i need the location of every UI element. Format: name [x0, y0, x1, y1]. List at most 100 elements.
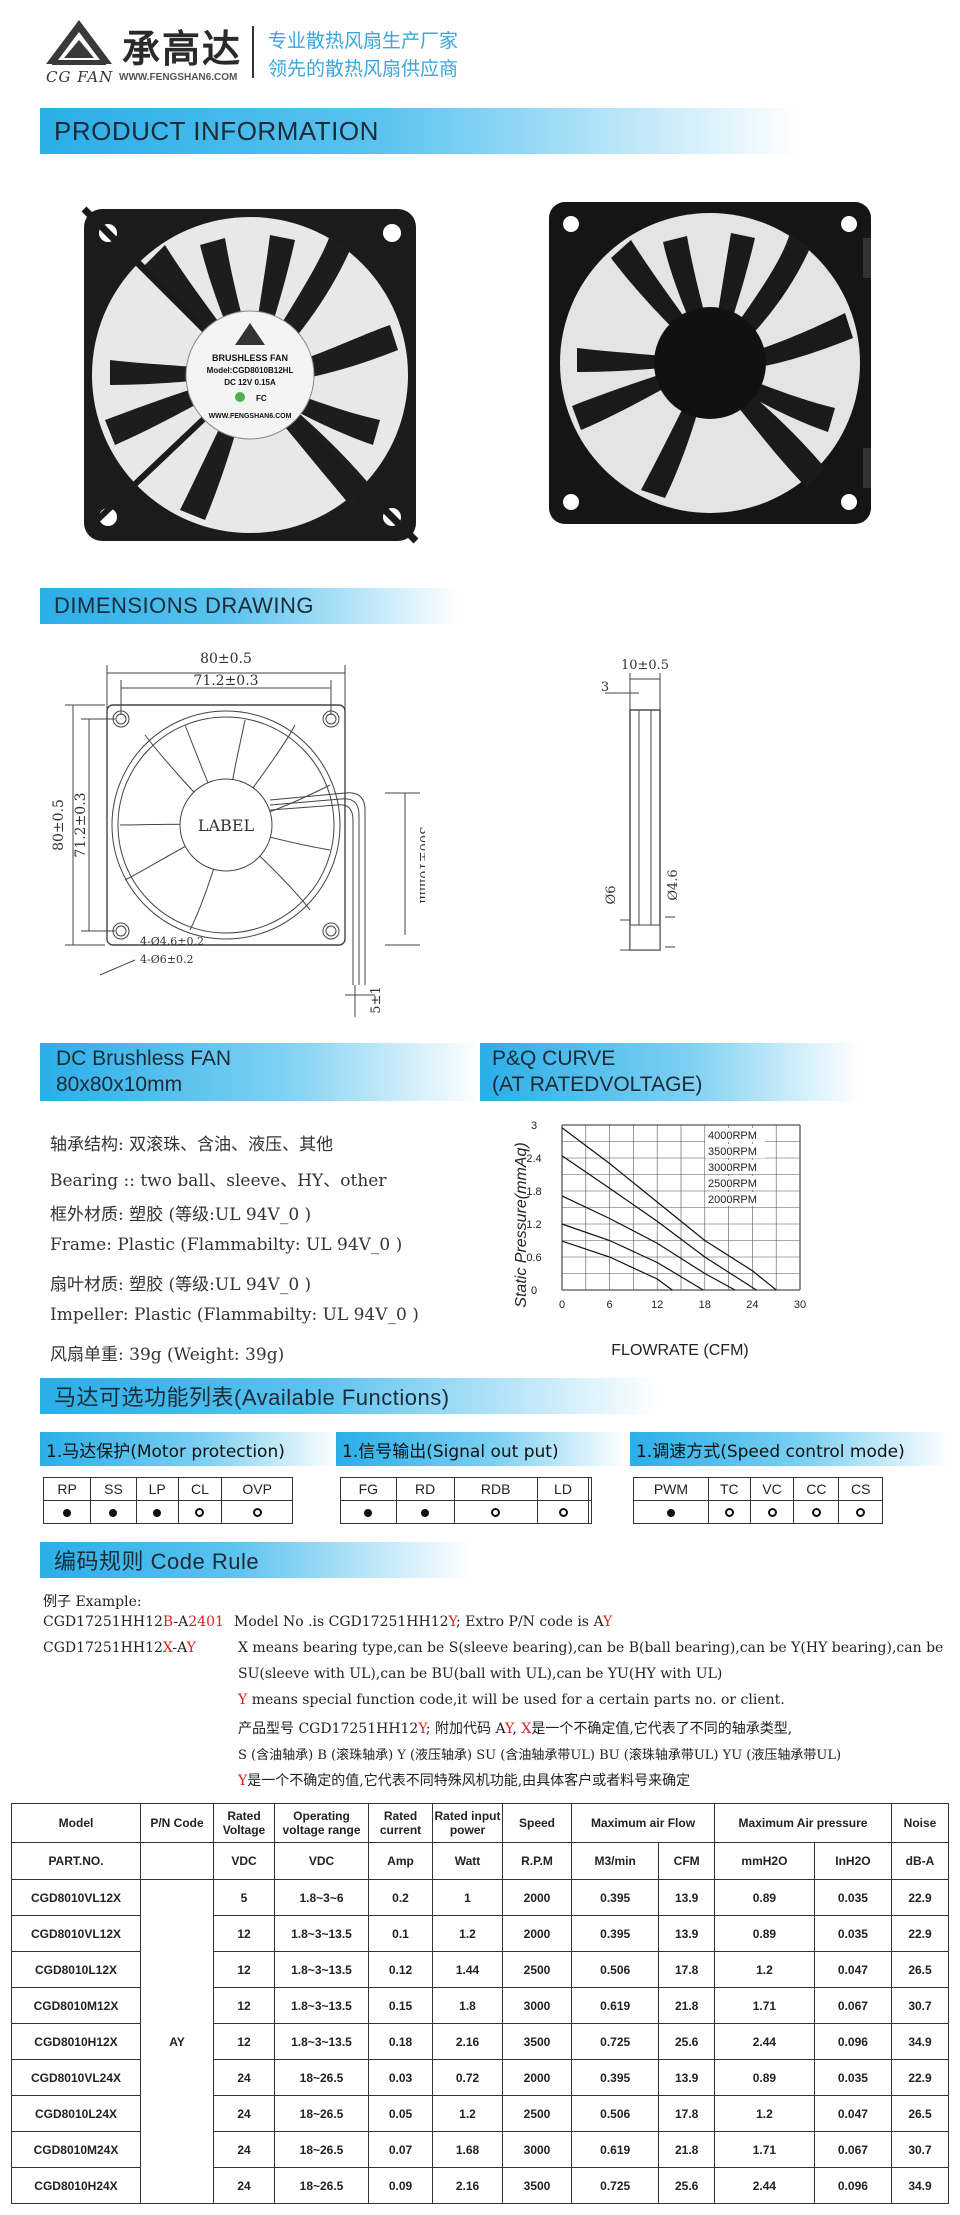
legend-bg: [705, 1176, 765, 1190]
fan-front-photo: BRUSHLESS FAN Model:CGD8010B12HL DC 12V …: [81, 206, 419, 544]
dim-hole-1: 4-Ø4.6±0.2: [140, 935, 204, 948]
value-cell: 12: [213, 2023, 275, 2060]
value-cell: 2.44: [714, 2167, 815, 2204]
brand-name-cn: 承高达: [122, 27, 243, 71]
dim-side-width: 10±0.5: [621, 658, 669, 673]
value-cell: 5: [213, 1879, 275, 1916]
pn-code-cell: AY: [140, 1879, 214, 2204]
hollow-dot-icon: [767, 1508, 777, 1517]
value-cell: 2000: [502, 2059, 572, 2096]
value-cell: 13.9: [658, 1915, 716, 1952]
value-cell: 1.8~3~6: [274, 1879, 369, 1916]
function-group-label: 1.信号输出(Signal out put): [342, 1441, 559, 1462]
value-cell: 22.9: [891, 2059, 949, 2096]
section-banner-dimensions: DIMENSIONS DRAWING: [40, 588, 460, 624]
y-tick-label: 0.6: [526, 1252, 541, 1264]
x-tick-label: 6: [607, 1299, 613, 1311]
y-tick-label: 1.8: [526, 1186, 541, 1198]
unit-cell: mmH2O: [714, 1842, 815, 1880]
col-rated-current: Rated current: [368, 1803, 433, 1843]
spec-bearing-en: Bearing :: two ball、sleeve、HY、other: [50, 1171, 387, 1191]
value-cell: 30.7: [891, 1987, 949, 2024]
function-group-signal-title: 1.信号输出(Signal out put): [336, 1432, 626, 1466]
col-air-flow: Maximum air Flow: [570, 1803, 716, 1843]
value-cell: 3000: [502, 2131, 572, 2168]
dc-fan-title: DC Brushless FAN: [56, 1047, 232, 1070]
section-banner-dc-fan: DC Brushless FAN 80x80x10mm: [40, 1043, 480, 1101]
value-cell: 0.07: [368, 2131, 433, 2168]
unit-cell: InH2O: [813, 1842, 893, 1880]
value-cell: 0.1: [368, 1915, 433, 1952]
code-example-1-desc: Model No .is CGD17251HH12Y; Extro P/N co…: [234, 1614, 613, 1630]
x-tick-label: 12: [651, 1299, 663, 1311]
value-cell: 0.2: [368, 1879, 433, 1916]
dimensions-front-drawing: 80±0.5 71.2±0.3 80±0.5 71.2±0.3 LABEL 30…: [51, 651, 425, 1017]
y-tick-label: 0: [531, 1285, 537, 1297]
unit-cell: M3/min: [570, 1842, 660, 1880]
value-cell: 17.8: [658, 2095, 716, 2132]
model-cell: CGD8010M12X: [11, 1987, 141, 2024]
brand-name-en: CG FAN: [46, 68, 114, 86]
value-cell: 34.9: [891, 2167, 949, 2204]
section-title: DIMENSIONS DRAWING: [54, 593, 314, 618]
dim-width-outer: 80±0.5: [200, 651, 252, 667]
value-cell: 2000: [502, 1915, 572, 1952]
dim-hole-2: 4-Ø6±0.2: [140, 953, 193, 966]
value-cell: 0.035: [813, 2059, 893, 2096]
spec-bearing-cn: 轴承结构: 双滚珠、含油、液压、其他: [50, 1135, 334, 1155]
fan-back-photo: [549, 202, 871, 524]
slogan-line-2: 领先的散热风扇供应商: [268, 58, 459, 80]
value-cell: 26.5: [891, 1951, 949, 1988]
hollow-dot-icon: [856, 1508, 866, 1517]
section-title: 编码规则 Code Rule: [54, 1549, 260, 1574]
value-cell: 24: [213, 2095, 275, 2132]
section-banner-functions: 马达可选功能列表(Available Functions): [40, 1378, 660, 1414]
hollow-dot-icon: [811, 1508, 821, 1517]
function-option-label: SS: [90, 1477, 137, 1501]
value-cell: 0.395: [570, 1915, 660, 1952]
function-option-label: PWM: [633, 1477, 709, 1501]
unit-cell: dB-A: [891, 1842, 949, 1880]
code-rule-x-line-1: X means bearing type,can be S(sleeve bea…: [238, 1640, 944, 1656]
spec-frame-en: Frame: Plastic (Flammabilty: UL 94V_0 ): [50, 1235, 403, 1255]
function-option-label: CC: [793, 1477, 840, 1501]
hollow-dot-icon: [195, 1508, 205, 1517]
hollow-dot-icon: [252, 1508, 262, 1517]
model-cell: CGD8010L24X: [11, 2095, 141, 2132]
legend-label: 3000RPM: [708, 1162, 757, 1174]
section-banner-code-rule: 编码规则 Code Rule: [40, 1542, 470, 1578]
value-cell: 1: [432, 1879, 503, 1916]
value-cell: 22.9: [891, 1879, 949, 1916]
value-cell: 24: [213, 2167, 275, 2204]
value-cell: 2.16: [432, 2167, 503, 2204]
function-mark-row: [340, 1500, 592, 1524]
code-rule-x-line-2: SU(sleeve with UL),can be BU(ball with U…: [238, 1666, 723, 1682]
value-cell: 1.8~3~13.5: [274, 2023, 369, 2060]
dim-side-3: 3: [601, 680, 609, 695]
value-cell: 0.09: [368, 2167, 433, 2204]
model-cell: CGD8010M24X: [11, 2131, 141, 2168]
function-option-label: RD: [395, 1477, 455, 1501]
spec-impeller-en: Impeller: Plastic (Flammabilty: UL 94V_0…: [50, 1305, 419, 1325]
function-group-motor-title: 1.马达保护(Motor protection): [40, 1432, 340, 1466]
value-cell: 25.6: [658, 2023, 716, 2060]
y-tick-label: 3: [531, 1120, 537, 1132]
value-cell: 3500: [502, 2023, 572, 2060]
value-cell: 3000: [502, 1987, 572, 2024]
code-example-2: CGD17251HH12X-AY: [43, 1640, 196, 1656]
series-line-3500RPM: [561, 1155, 757, 1291]
chart-series-lines: [561, 1127, 777, 1291]
series-line-2500RPM: [561, 1223, 704, 1291]
value-cell: 0.506: [570, 2095, 660, 2132]
value-cell: 13.9: [658, 2059, 716, 2096]
unit-cell: CFM: [658, 1842, 716, 1880]
value-cell: 0.725: [570, 2023, 660, 2060]
spec-table-header-row: Model P/N Code Rated Voltage Operating v…: [11, 1803, 949, 1843]
filled-dot-icon: [153, 1509, 162, 1517]
value-cell: 12: [213, 1915, 275, 1952]
